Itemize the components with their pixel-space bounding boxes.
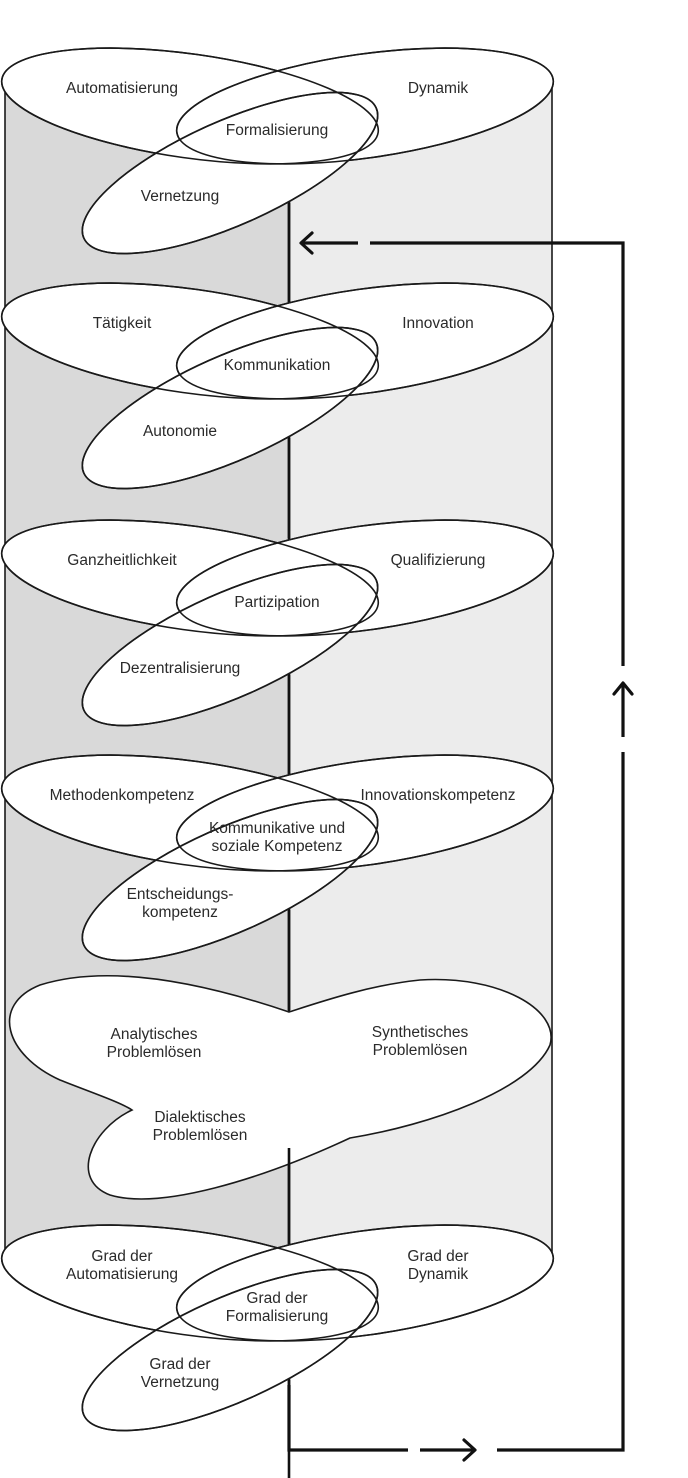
arrow-up-icon [612, 681, 634, 696]
label-right: Innovationskompetenz [360, 787, 515, 804]
label-left-line: Tätigkeit [93, 315, 152, 332]
ellipse-left-outline [0, 282, 380, 400]
label-left-line: Automatisierung [66, 1266, 178, 1283]
label-center: Partizipation [234, 594, 319, 611]
label-bottom: Dezentralisierung [120, 660, 241, 677]
label-right-line: Synthetisches [372, 1024, 469, 1041]
ellipse-right-outline [175, 519, 555, 637]
label-center-line: Formalisierung [226, 122, 329, 139]
label-left-line: Methodenkompetenz [50, 787, 195, 804]
loop-segment-bottom-right [497, 752, 625, 1452]
ellipse-right-outline [175, 1224, 555, 1342]
label-right: Innovation [402, 315, 474, 332]
label-bottom-line: Grad der [149, 1356, 210, 1373]
label-left: Methodenkompetenz [50, 787, 195, 804]
ellipse-left-outline [0, 519, 380, 637]
arrow-left-icon [299, 231, 314, 255]
label-left: Ganzheitlichkeit [67, 552, 177, 569]
label-right: Dynamik [408, 80, 469, 97]
ellipse-left-outline [0, 47, 380, 165]
label-right-line: Innovationskompetenz [360, 787, 515, 804]
ellipse-right-outline [175, 282, 555, 400]
label-bottom-line: Entscheidungs- [127, 886, 234, 903]
ellipse-right-outline [175, 47, 555, 165]
label-center-line: Partizipation [234, 594, 319, 611]
label-left: Automatisierung [66, 80, 178, 97]
arrow-right-icon [462, 1438, 477, 1462]
ellipse-bottom-outline [81, 326, 379, 490]
ellipse-bottom-outline [81, 798, 379, 962]
label-center-line: Formalisierung [226, 1308, 329, 1325]
label-center: Formalisierung [226, 122, 329, 139]
ellipse-left-outline [0, 1224, 380, 1342]
ellipse-left-outline [0, 754, 380, 872]
label-bottom-line: Vernetzung [141, 188, 219, 205]
label-center-line: soziale Kompetenz [212, 838, 343, 855]
label-right-line: Problemlösen [373, 1042, 468, 1059]
label-left-line: Ganzheitlichkeit [67, 552, 177, 569]
label-bottom-line: Autonomie [143, 423, 217, 440]
label-left-line: Grad der [91, 1248, 152, 1265]
label-bottom-line: Vernetzung [141, 1374, 219, 1391]
loop-segment-bottom-start [287, 1385, 408, 1452]
label-left: Tätigkeit [93, 315, 152, 332]
label-bottom: Entscheidungs-kompetenz [127, 886, 234, 921]
label-right-line: Grad der [407, 1248, 468, 1265]
loop-segment-top-right [370, 241, 625, 666]
label-right-line: Dynamik [408, 80, 469, 97]
label-left-line: Analytisches [110, 1026, 197, 1043]
label-bottom: Vernetzung [141, 188, 219, 205]
label-left-line: Automatisierung [66, 80, 178, 97]
label-center-line: Kommunikative und [209, 820, 345, 837]
ellipse-bottom-outline [81, 1268, 379, 1432]
label-right-line: Dynamik [408, 1266, 469, 1283]
label-bottom-line: Dialektisches [154, 1109, 246, 1126]
label-right-line: Qualifizierung [391, 552, 486, 569]
label-left-line: Problemlösen [107, 1044, 202, 1061]
ellipse-bottom-outline [81, 91, 379, 255]
layer-3: Ganzheitlichkeit QualifizierungPartizipat… [0, 519, 555, 775]
label-right: Qualifizierung [391, 552, 486, 569]
label-center-line: Grad der [246, 1290, 307, 1307]
label-bottom: Autonomie [143, 423, 217, 440]
ellipse-bottom-outline [81, 563, 379, 727]
label-center-line: Kommunikation [224, 357, 331, 374]
label-center: Kommunikation [224, 357, 331, 374]
label-bottom-line: kompetenz [142, 904, 218, 921]
ellipse-right-outline [175, 754, 555, 872]
layer-4: Methodenkompetenz InnovationskompetenzKom… [0, 754, 555, 1010]
label-right-line: Innovation [402, 315, 474, 332]
label-bottom-line: Dezentralisierung [120, 660, 241, 677]
layer-1: Automatisierung DynamikFormalisierungVern… [0, 47, 555, 303]
label-bottom-line: Problemlösen [153, 1127, 248, 1144]
layer-2: Tätigkeit InnovationKommunikationAutonomi… [0, 282, 555, 538]
feedback-loop [287, 231, 634, 1462]
blob-shape [8, 975, 552, 1200]
